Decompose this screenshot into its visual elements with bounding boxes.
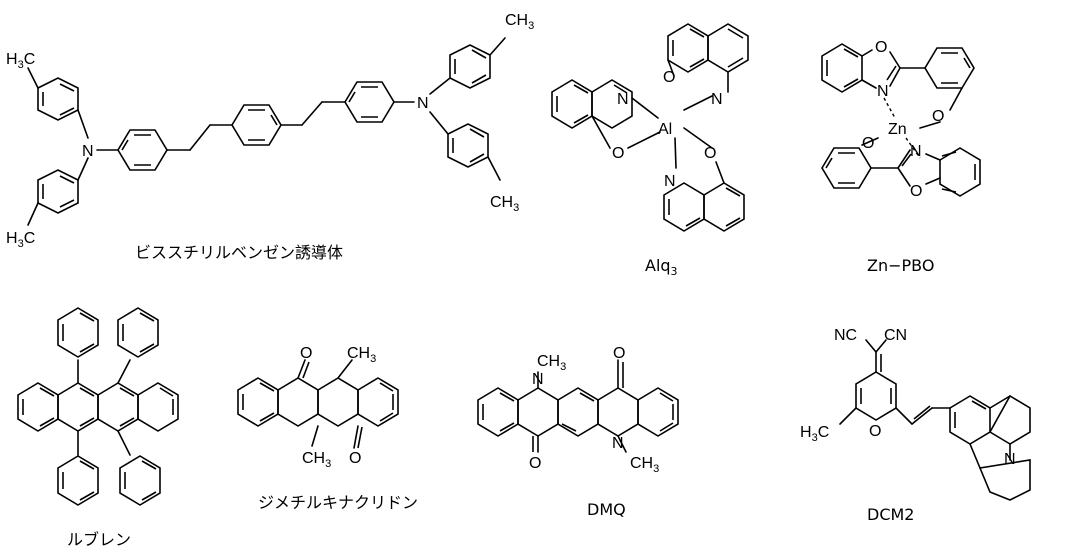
aluminum-label: Al <box>658 121 672 138</box>
nitrogen-label-alq-left: N <box>617 91 629 108</box>
nitrogen-label-zn-top: N <box>877 83 889 100</box>
caption-dmq: DMQ <box>587 500 626 519</box>
methyl-label-bottom-right: CH3 <box>490 194 519 214</box>
oxygen-label-alq-top: O <box>663 69 675 86</box>
oxygen-label-zn-top-ring: O <box>875 39 887 56</box>
methyl-label-top-left: H3C <box>6 51 35 71</box>
caption-zn-pbo: Zn−PBO <box>867 256 934 275</box>
methyl-label-bottom-left: H3C <box>6 230 35 250</box>
nitrogen-label-dmq-bottom: N <box>612 435 624 452</box>
caption-dimethylquinacridone: ジメチルキナクリドン <box>258 493 418 512</box>
methyl-label-dmqa-bottom: CH3 <box>302 450 331 470</box>
zinc-label: Zn <box>888 121 907 138</box>
oxygen-label-dcm2: O <box>869 423 881 440</box>
molecule-zn-pbo: O N O Zn O N O Zn−PBO <box>821 39 981 275</box>
carbonyl-oxygen-bottom: O <box>349 450 361 467</box>
molecule-bisstyrylbenzene-derivative: H3C N H3C N CH3 CH3 ビススチリルベンゼン誘導体 <box>6 12 534 262</box>
carbonyl-oxygen-dmq-bottom: O <box>529 455 541 472</box>
cyano-label-left: NC <box>834 327 857 344</box>
cyano-label-right: CN <box>884 327 907 344</box>
nitrogen-label-dcm2: N <box>1004 451 1016 468</box>
oxygen-label-zn-left: O <box>862 135 874 152</box>
nitrogen-label-zn-bottom: N <box>910 143 922 160</box>
methyl-label-dmqa-top: CH3 <box>347 345 376 365</box>
methyl-label-dcm2: H3C <box>800 424 829 444</box>
molecule-dimethylquinacridone: O CH3 CH3 O ジメチルキナクリドン <box>237 345 418 512</box>
carbonyl-oxygen-dmq-top: O <box>613 345 625 362</box>
oxygen-label-alq-left: O <box>612 145 624 162</box>
molecule-alq3: Al O N N O O N Alq3 <box>551 23 749 278</box>
nitrogen-label-right: N <box>417 95 429 112</box>
caption-bisstyrylbenzene: ビススチリルベンゼン誘導体 <box>135 243 343 262</box>
oxygen-label-alq-bottom: O <box>704 145 716 162</box>
caption-rubrene: ルブレン <box>67 530 131 549</box>
nitrogen-label-dmq-top: N <box>532 371 544 388</box>
nitrogen-label-alq-right: N <box>711 91 723 108</box>
methyl-label-dmq-top: CH3 <box>537 353 566 373</box>
methyl-label-top-right: CH3 <box>505 12 534 32</box>
molecule-rubrene: ルブレン <box>17 307 179 549</box>
nitrogen-label-left: N <box>82 143 94 160</box>
caption-dcm2: DCM2 <box>867 505 914 524</box>
nitrogen-label-alq-bottom: N <box>664 173 676 190</box>
caption-alq3: Alq3 <box>645 256 678 278</box>
carbonyl-oxygen-top: O <box>300 345 312 362</box>
oxygen-label-zn-right: O <box>932 108 944 125</box>
methyl-label-dmq-bottom: CH3 <box>630 455 659 475</box>
molecule-dcm2: NC CN O H3C N DCM2 <box>800 327 1031 524</box>
oxygen-label-zn-bottom-ring: O <box>910 183 922 200</box>
molecule-dmq: N CH3 O O N CH3 DMQ <box>477 345 679 519</box>
